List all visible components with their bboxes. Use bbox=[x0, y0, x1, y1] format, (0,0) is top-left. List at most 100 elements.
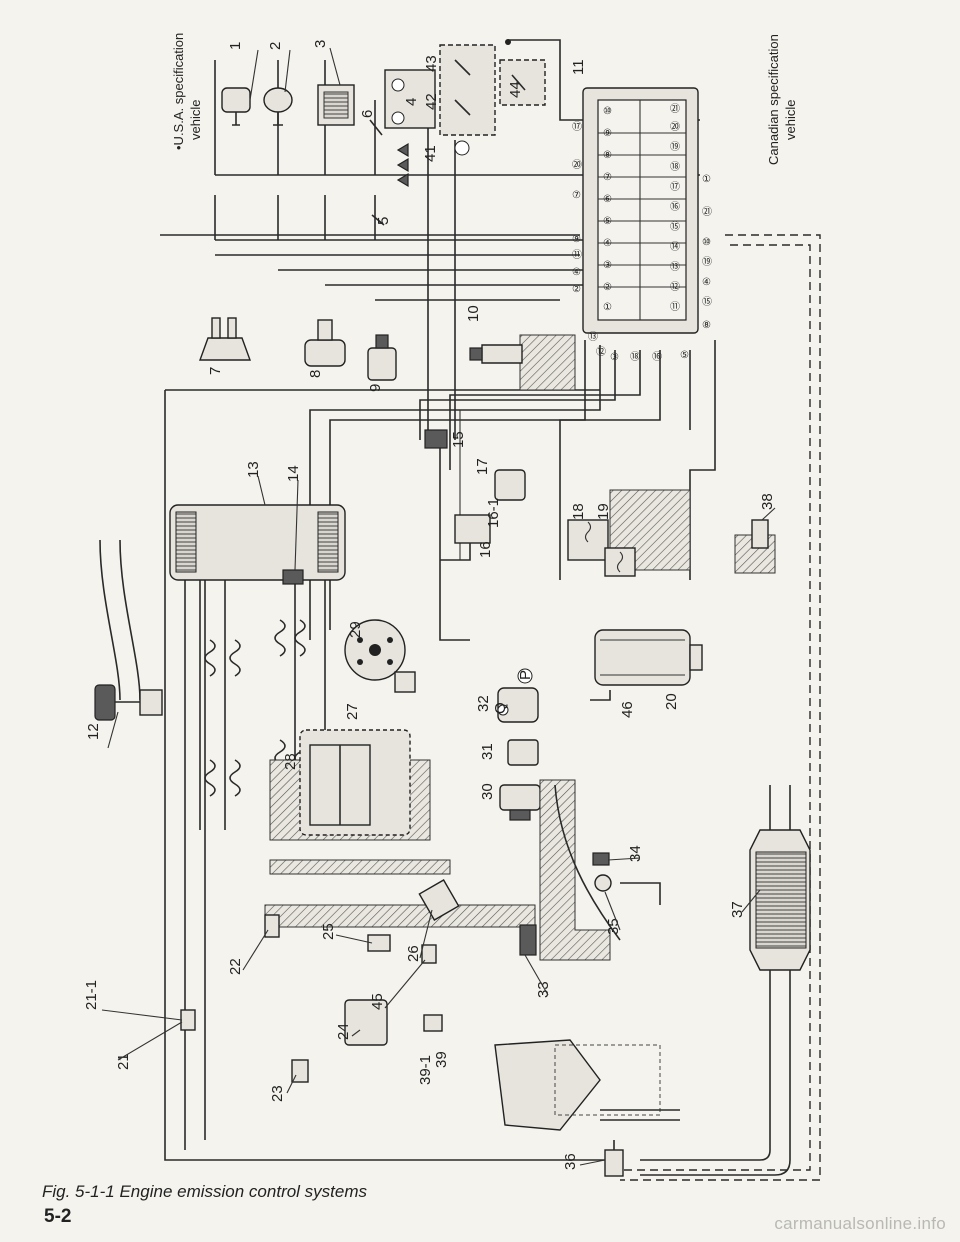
canada-spec-note-2: vehicle bbox=[783, 100, 798, 140]
pin-label: ⑭ bbox=[670, 241, 680, 253]
callout-label: 39 bbox=[433, 1051, 450, 1068]
callout-label: 19 bbox=[595, 503, 612, 520]
hose-46 bbox=[590, 690, 611, 701]
component-12 bbox=[94, 684, 163, 721]
callout-label: 30 bbox=[479, 783, 496, 800]
pin-label: ⑨ bbox=[572, 234, 581, 245]
pin-label: ④ bbox=[572, 267, 581, 278]
watermark-text: carmanualsonline.info bbox=[774, 1214, 946, 1233]
component-10 bbox=[469, 334, 576, 391]
callout-label: 28 bbox=[282, 753, 299, 770]
pin-label: ⑧ bbox=[603, 150, 612, 161]
pin-label: ⑲ bbox=[702, 256, 712, 268]
pin-label: ④ bbox=[702, 277, 711, 288]
pin-label: ⑦ bbox=[572, 190, 581, 201]
callout-label: 34 bbox=[627, 845, 644, 862]
callout-label: 26 bbox=[405, 945, 422, 962]
pin-label: ⑯ bbox=[652, 351, 662, 363]
distributor-29 bbox=[344, 619, 416, 693]
pin-label: ⑩ bbox=[702, 237, 711, 248]
callout-label: 46 bbox=[619, 701, 636, 718]
callout-label: 37 bbox=[729, 901, 746, 918]
callout-label: 23 bbox=[269, 1085, 286, 1102]
callout-label: 1 bbox=[227, 42, 244, 50]
valves-22-26 bbox=[264, 879, 460, 1083]
pin-label: ⑥ bbox=[603, 194, 612, 205]
callout-label: 25 bbox=[320, 923, 337, 940]
carburetor bbox=[269, 729, 431, 841]
callout-label: 35 bbox=[605, 918, 622, 935]
pin-label: ⑪ bbox=[572, 249, 582, 261]
pin-label: ⑦ bbox=[603, 172, 612, 183]
ecu-connector-11 bbox=[582, 87, 699, 334]
pin-label: ⑮ bbox=[670, 221, 680, 233]
callout-label: 31 bbox=[479, 743, 496, 760]
pin-label: ⑬ bbox=[588, 331, 598, 343]
component-8 bbox=[304, 319, 346, 367]
callout-label: 45 bbox=[369, 993, 386, 1010]
pin-label: ⑫ bbox=[670, 281, 680, 293]
component-9 bbox=[367, 334, 397, 381]
pin-label: ① bbox=[702, 174, 711, 185]
component-32 bbox=[497, 668, 539, 723]
pin-label: ⑰ bbox=[670, 181, 680, 193]
pin-label: ⑱ bbox=[670, 161, 680, 173]
callout-label: 12 bbox=[85, 723, 102, 740]
usa-spec-note-2: vehicle bbox=[188, 100, 203, 140]
callouts: 1 2 3 4 5 6 7 8 9 10 11 12 13 14 15 16 1… bbox=[83, 40, 776, 1170]
callout-label: 24 bbox=[335, 1023, 352, 1040]
callout-label: 42 bbox=[423, 93, 440, 110]
pin-label: ㉑ bbox=[702, 206, 712, 218]
callout-label: 38 bbox=[759, 493, 776, 510]
canister-20 bbox=[594, 629, 703, 686]
air-cleaner-13 bbox=[99, 504, 346, 830]
callout-label: 27 bbox=[344, 703, 361, 720]
canada-spec-note: Canadian specification bbox=[766, 34, 781, 165]
pin-label: ⑫ bbox=[596, 346, 606, 358]
pin-label: ⑩ bbox=[603, 106, 612, 117]
callout-label: 41 bbox=[422, 145, 439, 162]
connector-outer-pins: ⑬ ⑫ ③ ⑱ ⑯ ⑤ ⑧ ⑮ ④ ⑲ ⑩ ㉑ ① ⑦ ⑳ ⑰ ② ④ ⑪ ⑨ bbox=[572, 121, 712, 363]
connector-block-pins: ① ② ③ ④ ⑤ ⑥ ⑦ ⑧ ⑨ ⑩ ⑪ ⑫ ⑬ ⑭ ⑮ ⑯ ⑰ ⑱ ⑲ ⑳ … bbox=[603, 103, 680, 313]
pin-label: ⑤ bbox=[603, 216, 612, 227]
callout-label: 36 bbox=[562, 1153, 579, 1170]
callout-label: 17 bbox=[474, 458, 491, 475]
callout-label: 18 bbox=[570, 503, 587, 520]
pin-label: ⑪ bbox=[670, 301, 680, 313]
figure-caption: Fig. 5-1-1 Engine emission control syste… bbox=[42, 1182, 368, 1201]
callout-label: 20 bbox=[663, 693, 680, 710]
pin-label: ⑤ bbox=[680, 350, 689, 361]
switches-5-6 bbox=[369, 119, 385, 226]
pin-label: ③ bbox=[603, 260, 612, 271]
port-label: P bbox=[517, 670, 534, 680]
callout-label: 39-1 bbox=[417, 1055, 434, 1085]
pin-label: ⑨ bbox=[603, 128, 612, 139]
components-34-35 bbox=[592, 852, 661, 905]
relay-box bbox=[439, 39, 700, 136]
component-31 bbox=[507, 739, 539, 766]
callout-label: 11 bbox=[570, 59, 587, 75]
pin-label: ⑲ bbox=[670, 141, 680, 153]
pin-label: ㉑ bbox=[670, 103, 680, 115]
component-38 bbox=[734, 519, 776, 574]
valves-15-16-17 bbox=[424, 429, 526, 561]
callout-label: 5 bbox=[375, 217, 392, 225]
component-7 bbox=[199, 317, 251, 361]
pin-label: ⑮ bbox=[702, 296, 712, 308]
component-2 bbox=[263, 49, 293, 126]
electrical-harness bbox=[160, 60, 821, 1181]
callout-label: 21 bbox=[115, 1053, 132, 1070]
pin-label: ⑯ bbox=[670, 201, 680, 213]
pin-label: ⑱ bbox=[630, 351, 640, 363]
catalytic-converter-37 bbox=[640, 785, 811, 1176]
callout-label: 29 bbox=[347, 621, 364, 638]
pin-label: ⑳ bbox=[572, 159, 582, 171]
callout-label: 13 bbox=[245, 461, 262, 478]
component-21 bbox=[180, 1009, 196, 1031]
callout-label: 22 bbox=[227, 958, 244, 975]
o2-sensor-36 bbox=[604, 1140, 624, 1177]
callout-label: 8 bbox=[307, 370, 324, 378]
component-14 bbox=[282, 569, 304, 585]
page-number: 5-2 bbox=[44, 1206, 72, 1227]
